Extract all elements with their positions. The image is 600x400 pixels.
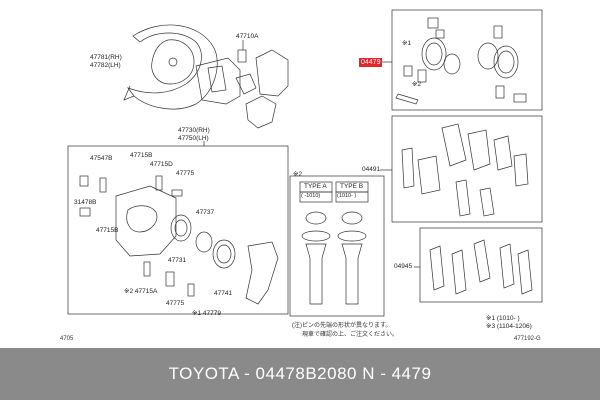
label-47715a: ※2 47715A [124,288,158,295]
kit-mark-2: ※2 [412,81,422,88]
label-47715d: 47715D [150,161,173,168]
note-line-2: 現車で確認の上、ご注文ください。 [302,332,399,338]
label-47750: 47750(LH) [178,135,209,142]
dust-shield-drawing [123,24,218,110]
label-04491: 04491 [362,166,381,173]
label-47782: 47782(LH) [90,62,121,69]
label-47775-top: 47775 [176,170,195,177]
part-number-text: TOYOTA - 04478B2080 N - 4479 [168,364,432,383]
shim-kit-drawing [429,239,533,295]
diagram-code-right: 477192-G [514,336,541,342]
label-47715b-left: 47715B [96,227,119,234]
slide-pin-comparison-frame [289,175,385,317]
seal-kit-drawing [395,17,527,105]
type-b-range: (1010- ) [337,193,357,199]
label-31478b: 31478B [74,199,97,206]
seal-kit-frame [391,9,543,111]
pad-kit-drawing [401,123,529,217]
label-47737: 47737 [196,209,215,216]
type-b-pin-drawing [337,211,367,305]
type-a-pin-drawing [301,211,331,305]
type-a-range: ( -1010) [301,193,321,199]
label-47775-bottom: 47775 [166,300,185,307]
label-47731: 47731 [168,257,187,264]
kit-mark-1: ※1 [402,40,412,47]
pad-kit-frame [391,115,543,223]
note-line-1: (注)ピンの先端の形状が異なります。 [292,323,392,329]
label-47781: 47781(RH) [90,54,122,61]
type-b-label: TYPE B [340,183,364,190]
brake-pads-upper-drawing [195,40,289,129]
type-a-label: TYPE A [304,183,327,190]
shim-note-3: ※3 (1104-1206) [486,323,532,330]
shim-kit-frame [419,227,543,303]
pin-box-mark: ※2 [293,171,303,178]
caliper-assembly-frame [67,145,289,315]
caliper-drawing [79,175,279,305]
label-47741: 47741 [214,290,233,297]
label-47710a: 47710A [236,33,259,40]
label-04479-highlighted[interactable]: 04479 [359,58,383,67]
label-47730: 47730(RH) [178,127,210,134]
label-04945: 04945 [394,263,413,270]
label-47779: ※1 47779 [192,310,221,317]
diagram-code-left: 4705 [60,336,74,342]
label-47715b-top: 47715B [130,152,153,159]
label-47547b: 47547B [90,155,113,162]
shim-note-1: ※1 (1010- ) [486,315,520,322]
part-number-footer: TOYOTA - 04478B2080 N - 4479 [0,348,600,400]
